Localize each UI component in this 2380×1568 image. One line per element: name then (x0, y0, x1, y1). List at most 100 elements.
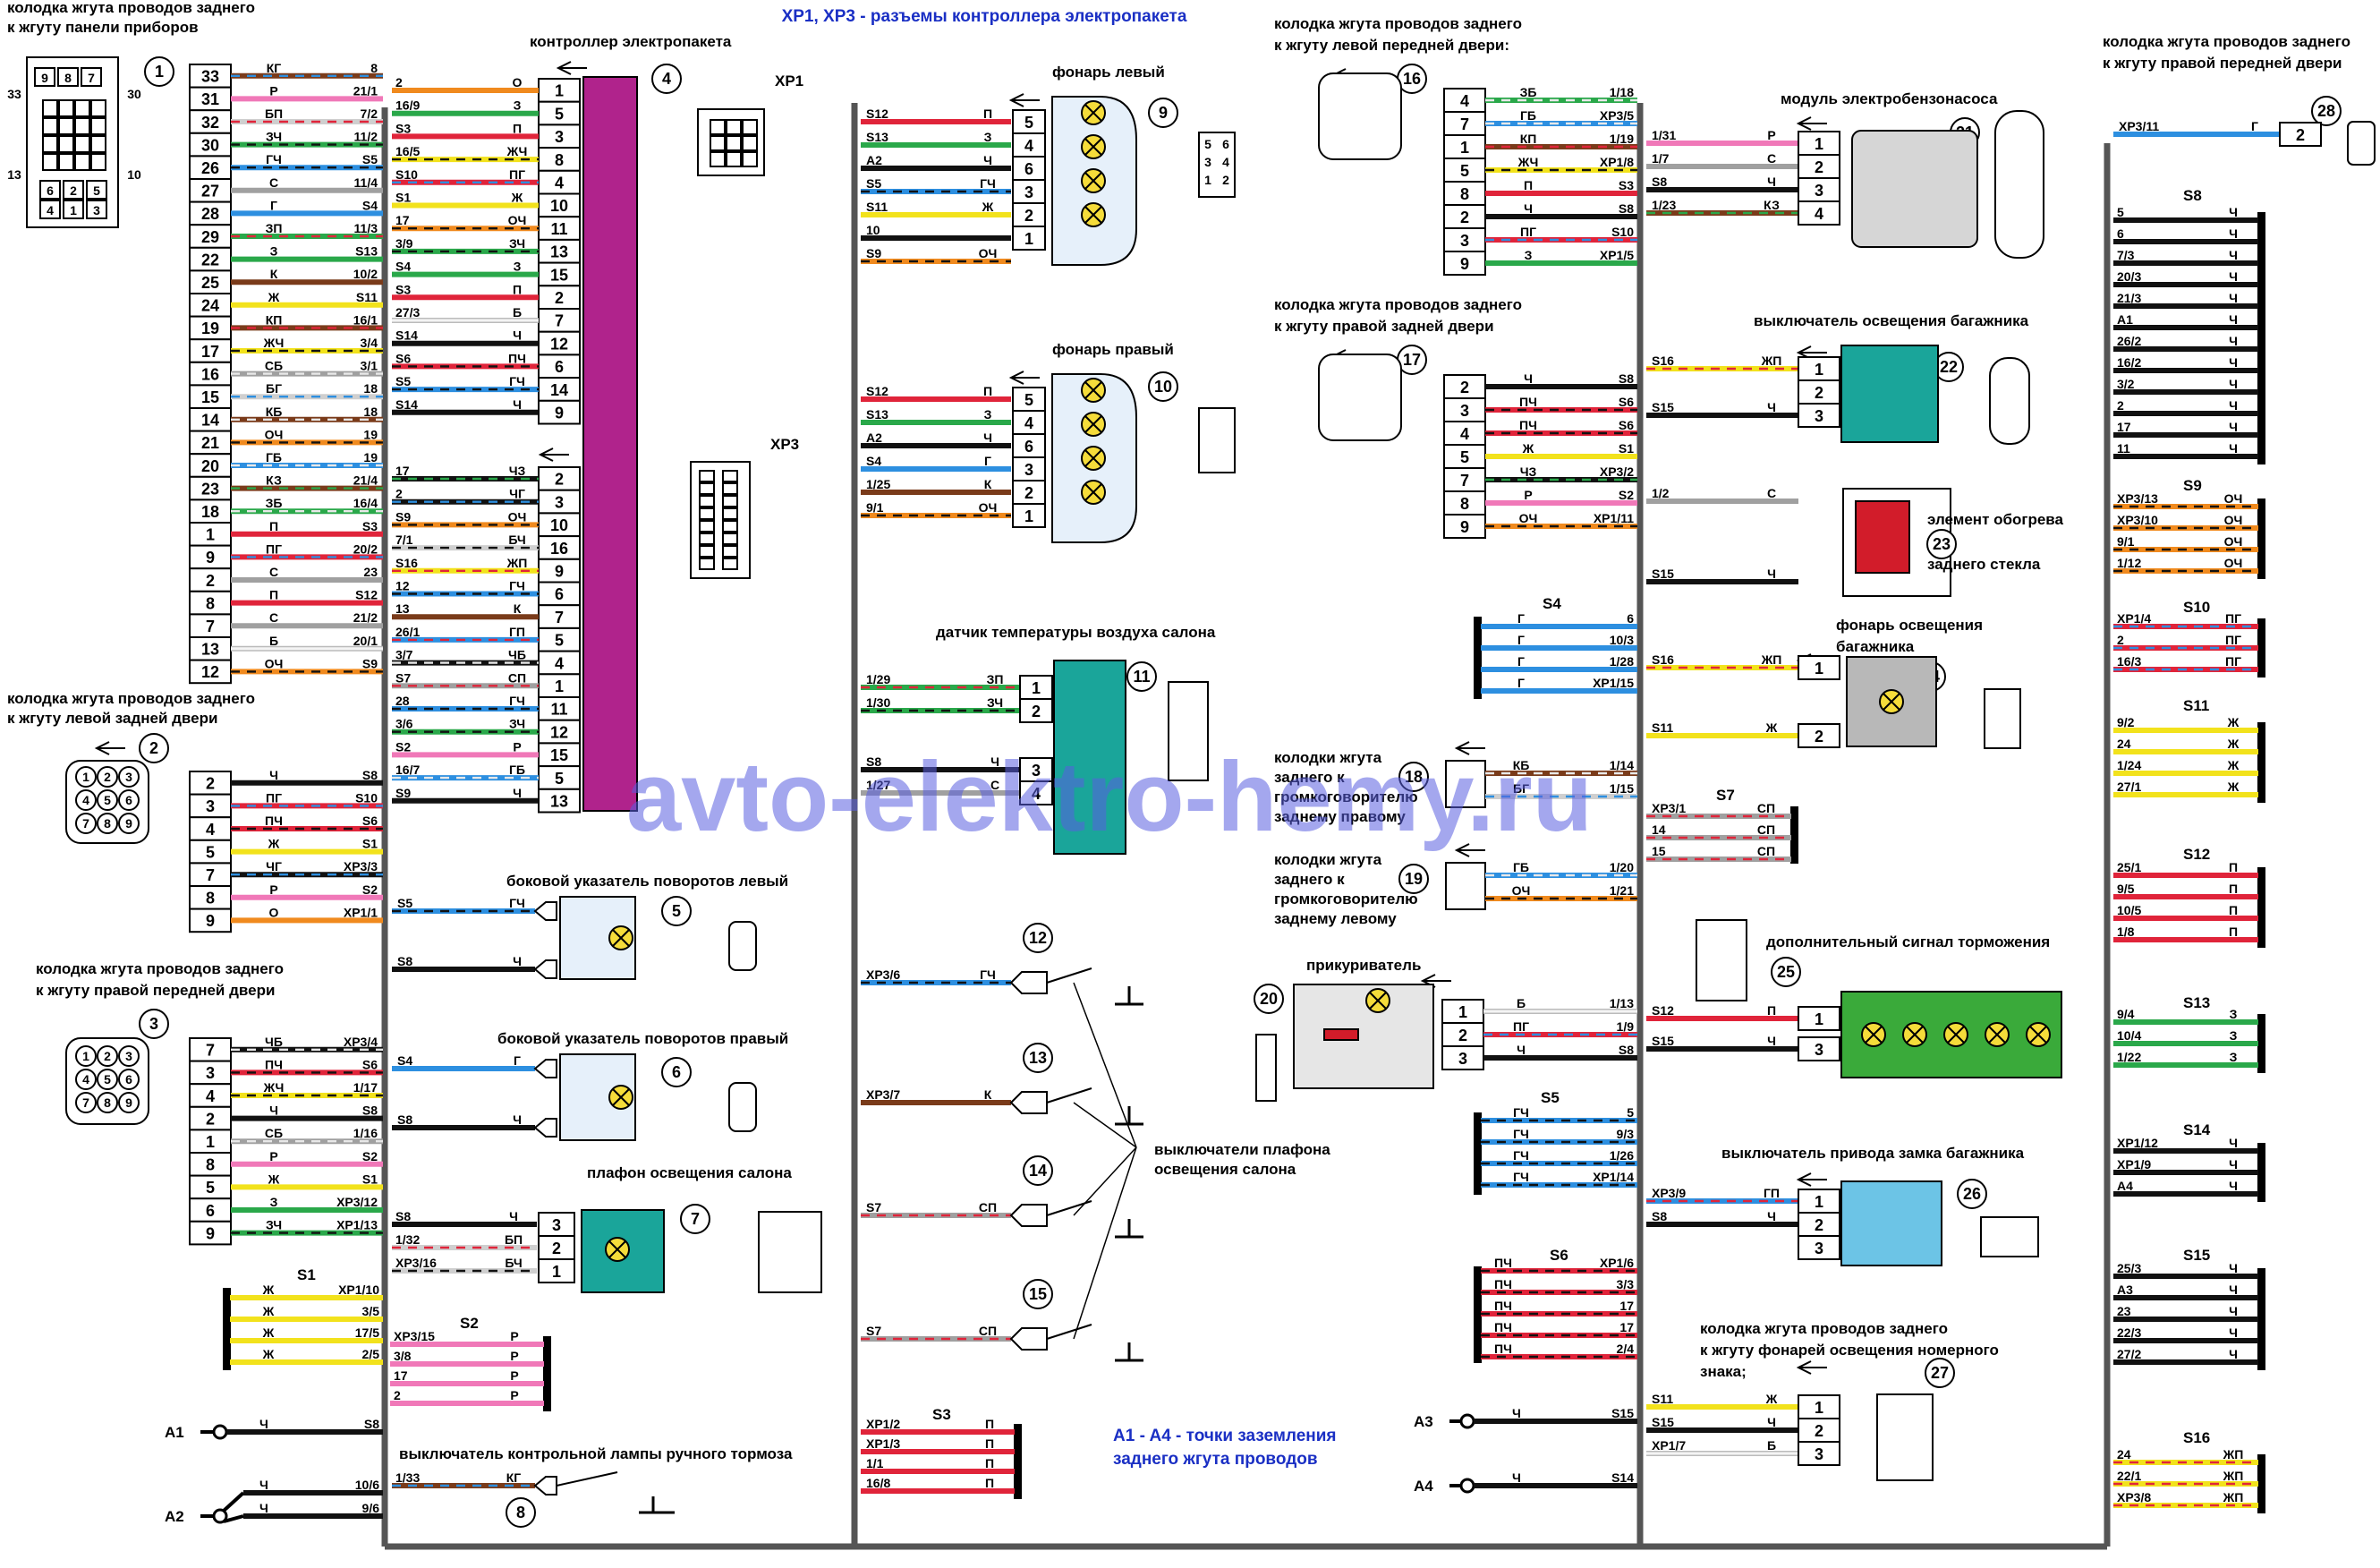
pin-number: 2 (2296, 126, 2305, 144)
splice-s3-src: XP1/2 (866, 1417, 900, 1431)
xp1-wire-color: З (514, 260, 522, 274)
xp1-wire-dest: 27/3 (395, 305, 420, 320)
pin-cell (63, 200, 84, 219)
splice-s8-src: A1 (2117, 312, 2133, 327)
xp3-face-cell (699, 507, 715, 520)
splice-s11-src: 9/2 (2117, 715, 2135, 729)
splice-s5-bar (1474, 1112, 1482, 1195)
connector-1-wire-color: С (269, 610, 278, 625)
pin-socket-text: 1 (82, 770, 89, 784)
pin-cell (86, 200, 107, 219)
connector-1-wire-color: ЗП (266, 221, 283, 235)
splice-s12-src: 9/5 (2117, 882, 2135, 896)
component-number-text: 9 (1159, 104, 1168, 122)
xp3-wire-dest: S9 (395, 786, 411, 800)
splice-s15-color: Ч (2229, 1261, 2238, 1275)
component-10-label: фонарь правый (1052, 341, 1174, 358)
connector-17-pin (1443, 467, 1486, 492)
xp3-wire-dest: 13 (395, 601, 410, 616)
connector-1-pin (189, 200, 232, 226)
splice-s6-color: ПЧ (1494, 1256, 1512, 1270)
splice-s11-src: 27/1 (2117, 780, 2141, 794)
connector-28-label-2: к жгуту правой передней двери (2103, 55, 2342, 72)
pin-number: 22 (201, 251, 219, 268)
pin-number: 4 (1460, 92, 1469, 110)
splice-s12-color: П (2229, 903, 2238, 917)
xp1-wire-dest: S3 (395, 282, 411, 296)
connector-17-pin (1443, 374, 1486, 399)
connector-19-wire-dest: 1/20 (1610, 860, 1634, 874)
connector-1-wire-dest: 16/1 (353, 312, 378, 327)
connector-3-wire-color: ПЧ (265, 1057, 283, 1071)
xp3-wire-dest: S2 (395, 739, 411, 754)
connector-1-wire-dest: 19 (363, 450, 378, 464)
component-11-src: 1/30 (866, 695, 890, 710)
ground-a4-dest: S14 (1611, 1470, 1634, 1485)
component-20-element (1323, 1028, 1359, 1041)
pin-number: 1 (1024, 230, 1033, 248)
component-6-terminal (533, 1059, 557, 1078)
pin-socket (97, 1045, 118, 1067)
connector-28-label-1: колодка жгута проводов заднего (2103, 33, 2350, 50)
pin-number: 3 (1458, 1050, 1467, 1068)
connector-28-pin (2279, 122, 2322, 147)
connector-1-wire-dest: 7/2 (361, 107, 378, 121)
connector-1-wire-dest: 21/4 (353, 473, 378, 488)
component-21-body (1851, 130, 1978, 248)
connector-2-wire-color: ПЧ (265, 814, 283, 828)
xp3-face-cell (722, 520, 738, 533)
splice-s2-name: S2 (460, 1315, 479, 1332)
ground-a2-name: A2 (165, 1508, 184, 1525)
component-6-wire-color: Ч (513, 1112, 522, 1127)
splice-s14-color: Ч (2229, 1136, 2238, 1150)
ground-a4-point (1459, 1478, 1475, 1494)
connector-1-wire-color: Б (269, 634, 278, 648)
component-9-number (1148, 98, 1178, 128)
pin-socket-text: 9 (125, 1095, 132, 1110)
component-10-pin (1012, 433, 1046, 458)
connector-17-wire-color: ПЧ (1519, 418, 1537, 432)
component-7-color: БЧ (505, 1256, 522, 1270)
lamp-icon-x (1084, 483, 1102, 501)
component-25-pin (1798, 1006, 1840, 1031)
connector-1-wire-color: Ж (268, 290, 280, 304)
connector-1-wire-dest: 10/2 (353, 267, 378, 281)
connector-2-label-line1: колодка жгута проводов заднего (7, 690, 255, 707)
splice-s4-dest: 1/28 (1610, 654, 1634, 669)
pin-number: 2 (206, 572, 215, 590)
component-21-wire-src: 1/23 (1652, 198, 1676, 212)
connector-16-wire-dest: 1/18 (1610, 85, 1634, 99)
lamp-icon-x (1084, 138, 1102, 156)
pin-number: 11 (550, 220, 567, 238)
pin-socket (97, 813, 118, 834)
component-8-src: 1/33 (395, 1470, 420, 1485)
component-8-number (506, 1497, 536, 1528)
xp1-wire-color: Б (513, 305, 522, 320)
connector-1-wire-color: С (269, 175, 278, 190)
pin-socket-text: 6 (125, 793, 132, 807)
xp3-face-cell (722, 482, 738, 495)
connector-1-wire-color: ЗЧ (266, 130, 282, 144)
splice-s2-src: XP3/15 (394, 1329, 435, 1343)
component-25-pin (1798, 1036, 1840, 1061)
splice-s7-name: S7 (1716, 787, 1735, 804)
component-number-text: 1 (155, 63, 164, 81)
splice-s1-dest: 17/5 (355, 1325, 379, 1340)
component-23-number (1926, 529, 1957, 559)
connector-3-wire-color: ЗЧ (266, 1218, 282, 1232)
pin-number: 1 (1815, 1010, 1823, 1028)
grounding-note-2: заднего жгута проводов (1113, 1450, 1318, 1469)
connector-18-label: заднему правому (1274, 808, 1406, 825)
splice-s12-name: S12 (2183, 846, 2210, 863)
pin-number: 28 (201, 205, 219, 223)
component-number-text: 3 (149, 1015, 158, 1033)
pin-number: 19 (201, 320, 219, 337)
splice-s13-src: 10/4 (2117, 1028, 2141, 1043)
connector-2-number (139, 733, 169, 763)
component-9-wire-color: З (984, 130, 992, 144)
xp1-wire-color: ЖЧ (506, 144, 528, 158)
xp3-wire-color: ОЧ (508, 509, 527, 524)
component-26-wire-color: Ч (1767, 1209, 1776, 1223)
splice-s14-bar (2257, 1143, 2265, 1202)
xp3-wire-color: ЧЗ (509, 464, 526, 478)
